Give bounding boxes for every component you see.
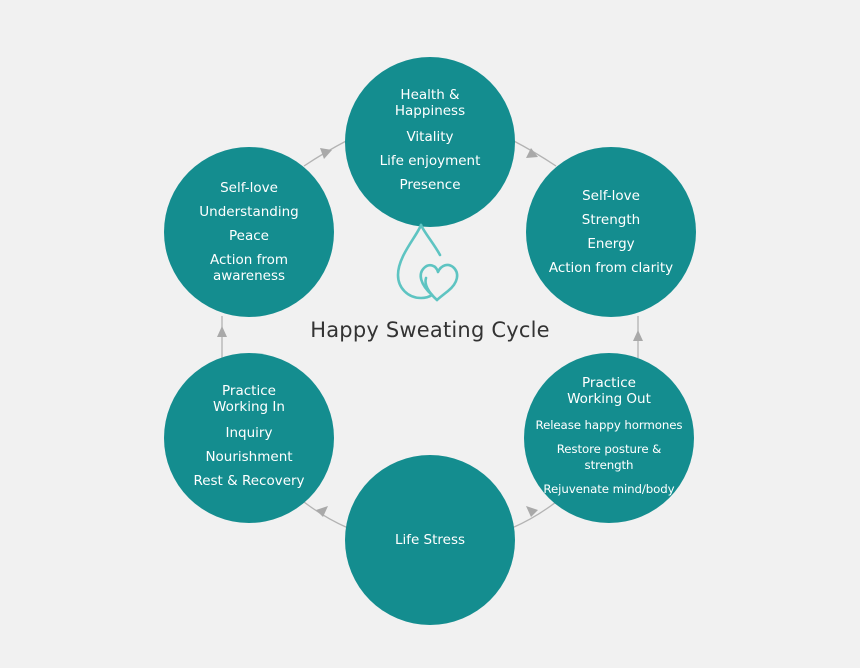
diagram-title: Happy Sweating Cycle bbox=[310, 318, 550, 342]
connector-bottom-to-lower-left bbox=[303, 501, 349, 529]
node-item: Self-love bbox=[220, 180, 278, 196]
node-item: Rejuvenate mind/body bbox=[543, 482, 675, 496]
node-practice-working-out: Practice Working Out Release happy hormo… bbox=[524, 353, 694, 523]
node-item: Presence bbox=[399, 177, 461, 193]
node-item: Action from awareness bbox=[210, 252, 288, 284]
node-title: Life Stress bbox=[394, 532, 466, 548]
node-title: Health & Happiness bbox=[394, 87, 466, 119]
node-health-happiness: Health & Happiness Vitality Life enjoyme… bbox=[345, 57, 515, 227]
arrowhead-left-upper bbox=[320, 148, 332, 159]
node-item: Life enjoyment bbox=[379, 153, 481, 169]
node-item: Rest & Recovery bbox=[193, 473, 305, 489]
droplet-heart-icon bbox=[396, 223, 459, 302]
node-practice-working-in: Practice Working In Inquiry Nourishment … bbox=[164, 353, 334, 523]
node-item: Nourishment bbox=[205, 449, 293, 465]
node-self-love-awareness: Self-love Understanding Peace Action fro… bbox=[164, 147, 334, 317]
node-item: Inquiry bbox=[225, 425, 273, 441]
node-life-stress: Life Stress bbox=[345, 455, 515, 625]
arrowhead-right-upper bbox=[526, 148, 538, 158]
node-title: Practice Working Out bbox=[567, 375, 651, 407]
node-item: Understanding bbox=[199, 204, 299, 220]
arrowhead-right-middle bbox=[633, 330, 643, 341]
node-title: Practice Working In bbox=[213, 383, 285, 415]
arrowhead-left-middle bbox=[217, 326, 227, 337]
node-item: Self-love bbox=[582, 188, 640, 204]
node-item: Energy bbox=[587, 236, 635, 252]
node-item: Peace bbox=[229, 228, 269, 244]
connector-lower-right-to-bottom bbox=[511, 501, 557, 529]
arrowhead-left-lower bbox=[316, 506, 328, 517]
node-self-love-clarity: Self-love Strength Energy Action from cl… bbox=[526, 147, 696, 317]
node-item: Strength bbox=[581, 212, 641, 228]
node-item: Release happy hormones bbox=[535, 418, 683, 432]
node-item: Action from clarity bbox=[548, 260, 674, 276]
node-item: Restore posture & strength bbox=[556, 442, 662, 472]
arrowhead-right-lower bbox=[526, 506, 538, 517]
node-item: Vitality bbox=[406, 129, 454, 145]
